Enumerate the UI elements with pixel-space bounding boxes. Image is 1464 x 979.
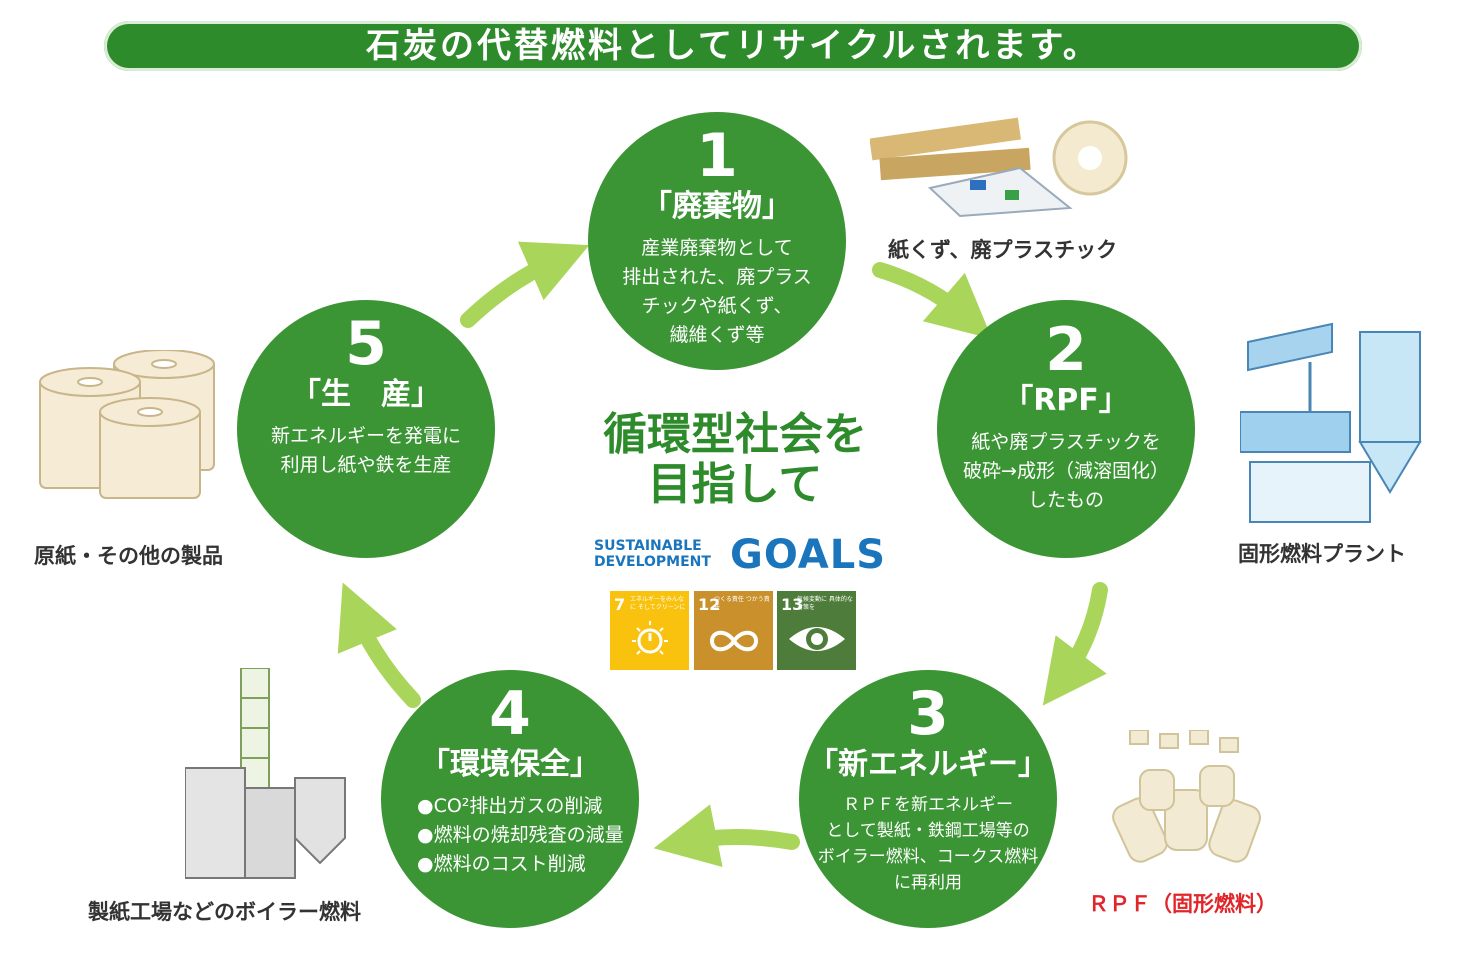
- arrow-3-to-4: [653, 804, 800, 868]
- step-description: 新エネルギーを発電に利用し紙や鉄を生産: [270, 425, 461, 476]
- caption-boiler: 製紙工場などのボイラー燃料: [88, 900, 361, 924]
- caption-plant: 固形燃料プラント: [1238, 542, 1406, 566]
- eye-globe-icon: [789, 627, 845, 651]
- step-title: 「廃棄物」: [642, 189, 792, 224]
- step-1-waste: 1 「廃棄物」 産業廃棄物として排出された、廃プラス チックや紙くず、繊維くず等: [588, 112, 846, 370]
- step-description: ＲＰＦを新エネルギーとして製紙・鉄鋼工場等の ボイラー燃料、コークス燃料に再利用: [817, 795, 1039, 893]
- step-number: 4: [489, 679, 531, 749]
- waste-illustration: [870, 117, 1128, 218]
- arrow-1-to-2: [872, 262, 993, 339]
- arrow-2-to-3: [1042, 582, 1108, 706]
- step-title: 「新エネルギー」: [808, 747, 1048, 782]
- step-title: 「環境保全」: [420, 747, 600, 782]
- header-banner: 石炭の代替燃料としてリサイクルされます。: [104, 21, 1362, 71]
- step-description: ●CO²排出ガスの削減●燃料の焼却残査の減量●燃料のコスト削減: [417, 795, 624, 875]
- step-5-production: 5 「生 産」 新エネルギーを発電に利用し紙や鉄を生産: [237, 300, 495, 558]
- step-number: 5: [345, 309, 387, 379]
- caption-waste: 紙くず、廃プラスチック: [888, 238, 1118, 262]
- step-description: 紙や廃プラスチックを破砕→成形（減溶固化）したもの: [963, 431, 1169, 511]
- caption-paper: 原紙・その他の製品: [34, 544, 223, 568]
- center-title: 循環型社会を目指して: [603, 409, 867, 510]
- boiler-factory-illustration: [185, 668, 346, 879]
- step-number: 2: [1045, 315, 1087, 385]
- step-title: 「生 産」: [291, 377, 441, 412]
- arrow-4-to-5: [337, 582, 421, 708]
- caption-rpf: ＲＰＦ（固形燃料）: [1088, 892, 1277, 916]
- infinity-icon: [709, 630, 759, 652]
- step-number: 3: [907, 679, 949, 749]
- plant-illustration: [1240, 322, 1422, 523]
- rpf-pellets-illustration: [1112, 730, 1261, 863]
- step-4-environment: 4 「環境保全」 ●CO²排出ガスの削減●燃料の焼却残査の減量●燃料のコスト削減: [381, 670, 639, 928]
- step-3-new-energy: 3 「新エネルギー」 ＲＰＦを新エネルギーとして製紙・鉄鋼工場等の ボイラー燃料…: [799, 670, 1057, 928]
- arrow-5-to-1: [460, 241, 590, 328]
- sun-power-icon: [632, 621, 668, 655]
- step-description: 産業廃棄物として排出された、廃プラス チックや紙くず、繊維くず等: [622, 237, 812, 346]
- step-number: 1: [696, 121, 738, 191]
- paper-rolls-illustration: [39, 350, 215, 499]
- step-2-rpf: 2 「RPF」 紙や廃プラスチックを破砕→成形（減溶固化）したもの: [937, 300, 1195, 558]
- step-title: 「RPF」: [1003, 383, 1129, 418]
